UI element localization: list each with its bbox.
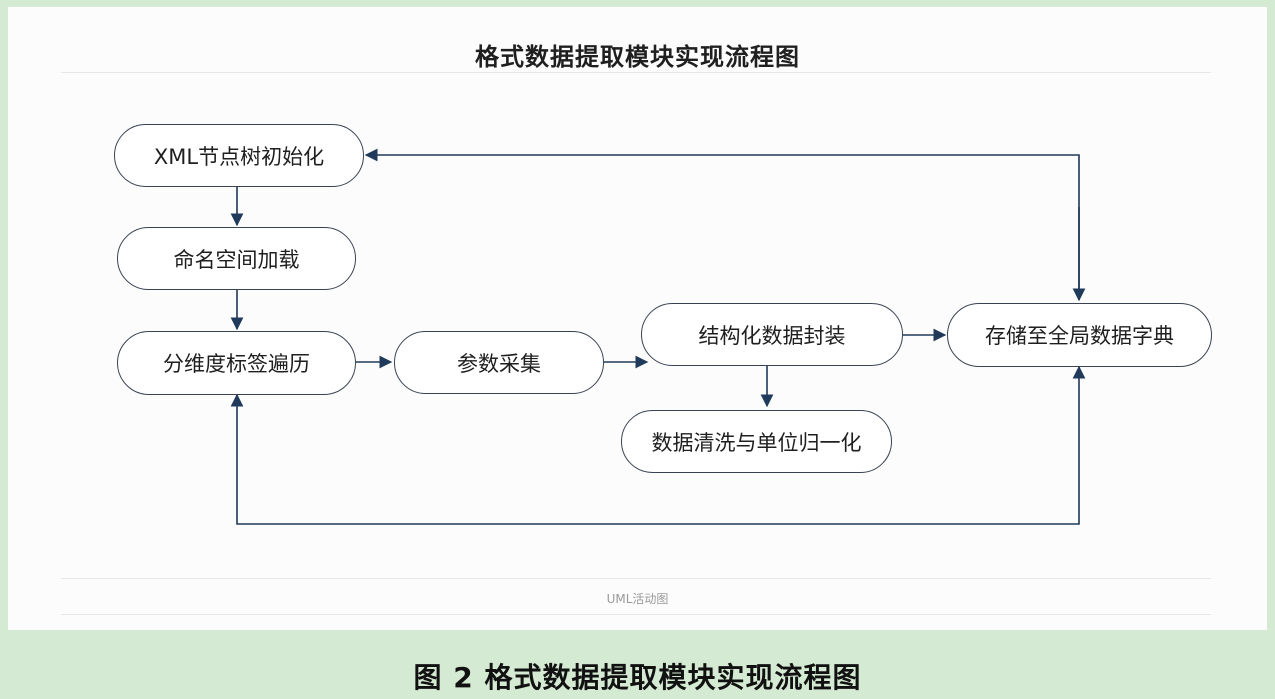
node-xml-init: XML节点树初始化 [114, 124, 364, 187]
connector-lines [230, 148, 1086, 525]
node-param-collect: 参数采集 [394, 331, 604, 394]
node-clean-normalize: 数据清洗与单位归一化 [621, 410, 892, 473]
footer-label: UML活动图 [606, 592, 669, 606]
diagram-title: 格式数据提取模块实现流程图 [475, 43, 800, 71]
title-divider [61, 72, 1211, 73]
footer-divider-top [61, 578, 1211, 579]
edge-bottom-loop-to-store [708, 365, 1086, 525]
edge-bottom-loop-to-traverse [230, 393, 708, 525]
figure-caption: 图 2 格式数据提取模块实现流程图 [413, 661, 862, 694]
edge-store-to-xml-init [364, 148, 1080, 300]
node-dimension-traverse: 分维度标签遍历 [117, 331, 356, 395]
node-namespace-load: 命名空间加载 [117, 227, 356, 290]
node-struct-encap: 结构化数据封装 [641, 303, 903, 366]
diagram-canvas: 格式数据提取模块实现流程图 XML节 [8, 7, 1267, 630]
footer-divider-bottom [61, 614, 1211, 615]
node-store-dict: 存储至全局数据字典 [947, 303, 1212, 367]
